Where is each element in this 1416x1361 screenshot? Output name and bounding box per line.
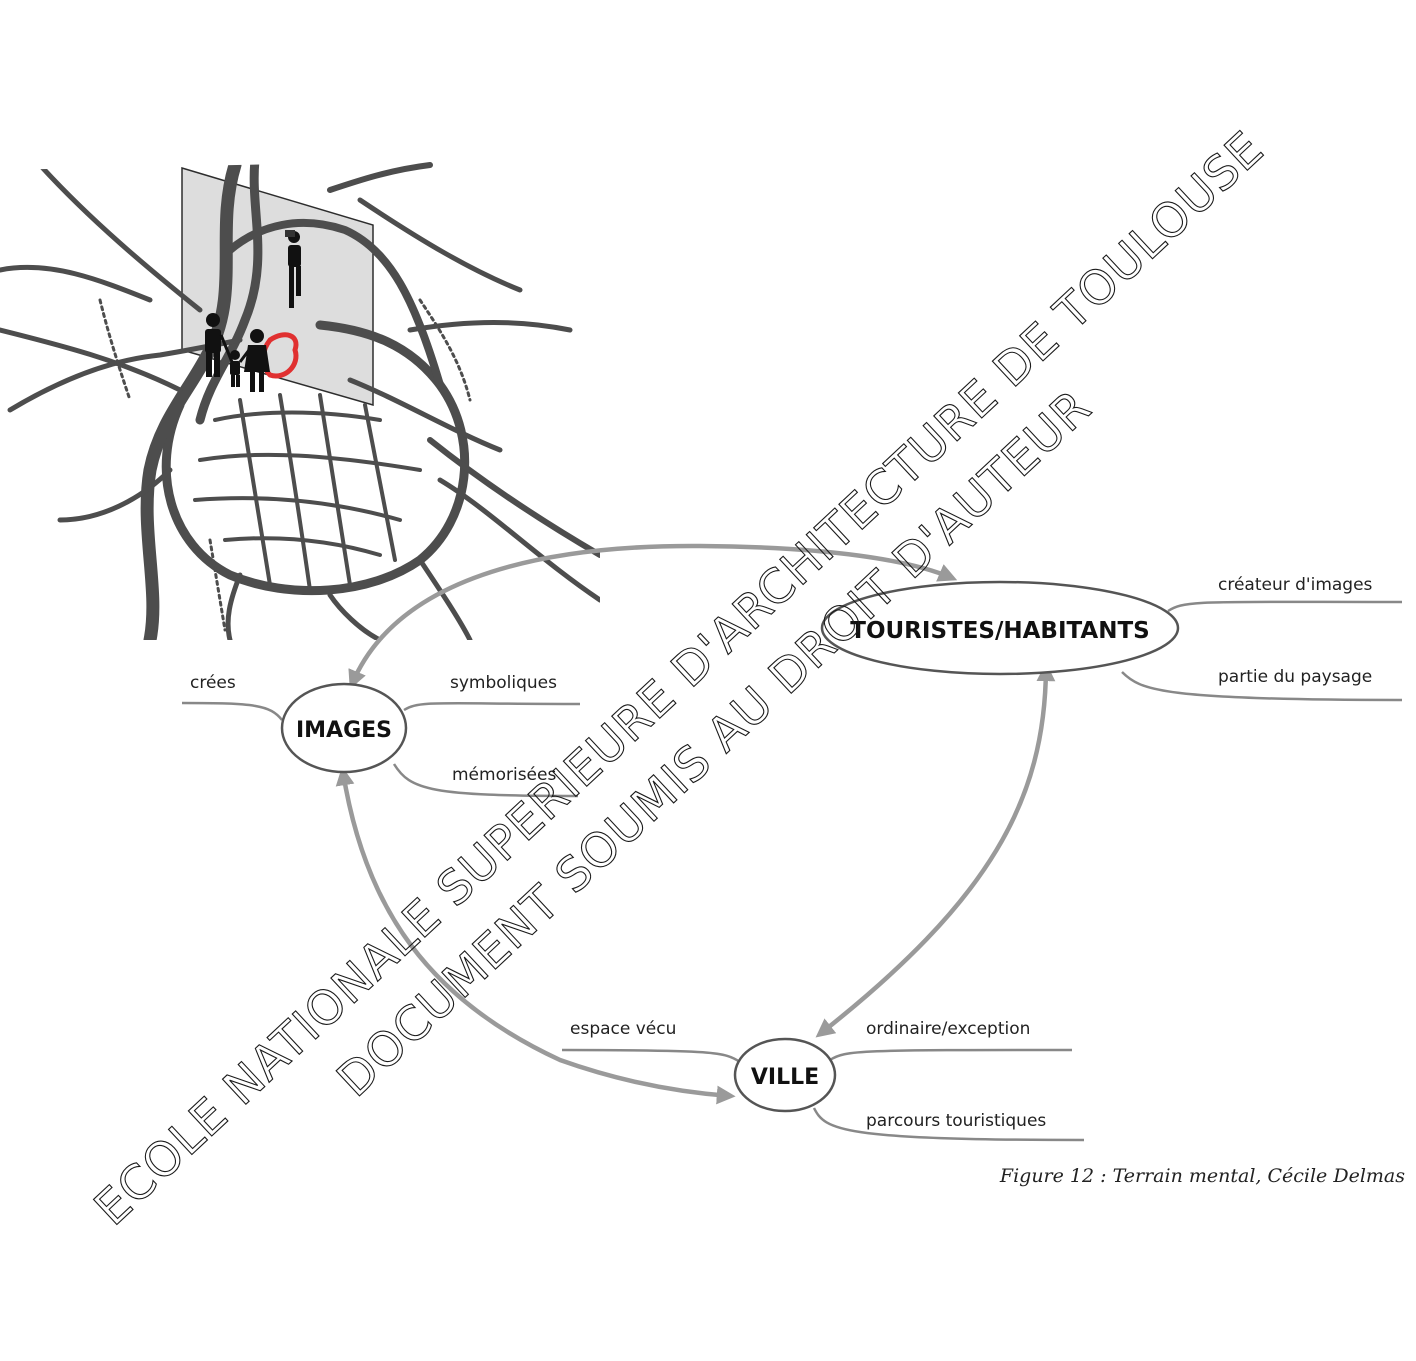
label-parcours-touristiques: parcours touristiques: [866, 1111, 1046, 1131]
arrow-touristes-ville: [815, 662, 1056, 1038]
arrow-images-touristes: [348, 543, 958, 690]
label-partie-paysage: partie du paysage: [1218, 667, 1372, 687]
node-images-label: IMAGES: [296, 718, 392, 743]
branch-labels: créateur d'images partie du paysage crée…: [190, 575, 1373, 1131]
label-espace-vecu: espace vécu: [570, 1019, 676, 1039]
label-ordinaire-exception: ordinaire/exception: [866, 1019, 1030, 1039]
photographer-pictogram: [285, 230, 301, 308]
label-crees: crées: [190, 673, 236, 693]
ring-road: [161, 320, 470, 596]
node-touristes-label: TOURISTES/HABITANTS: [850, 618, 1149, 644]
river: [140, 160, 242, 640]
relationship-arrows: [335, 543, 1056, 1105]
figure-caption: Figure 12 : Terrain mental, Cécile Delma…: [999, 1165, 1405, 1187]
node-images: IMAGES: [280, 682, 408, 774]
branch-lines: [181, 600, 1403, 1142]
label-createur-images: créateur d'images: [1218, 575, 1373, 595]
node-ville-label: VILLE: [751, 1065, 819, 1090]
watermark-line-2: DOCUMENT SOUMIS AU DROIT D'AUTEUR: [327, 380, 1102, 1108]
family-pictogram: [205, 313, 270, 392]
arrow-images-ville: [335, 766, 736, 1105]
node-touristes-habitants: TOURISTES/HABITANTS: [820, 580, 1180, 676]
node-ville: VILLE: [733, 1037, 837, 1113]
label-memorisees: mémorisées: [452, 765, 556, 785]
label-symboliques: symboliques: [450, 673, 557, 693]
